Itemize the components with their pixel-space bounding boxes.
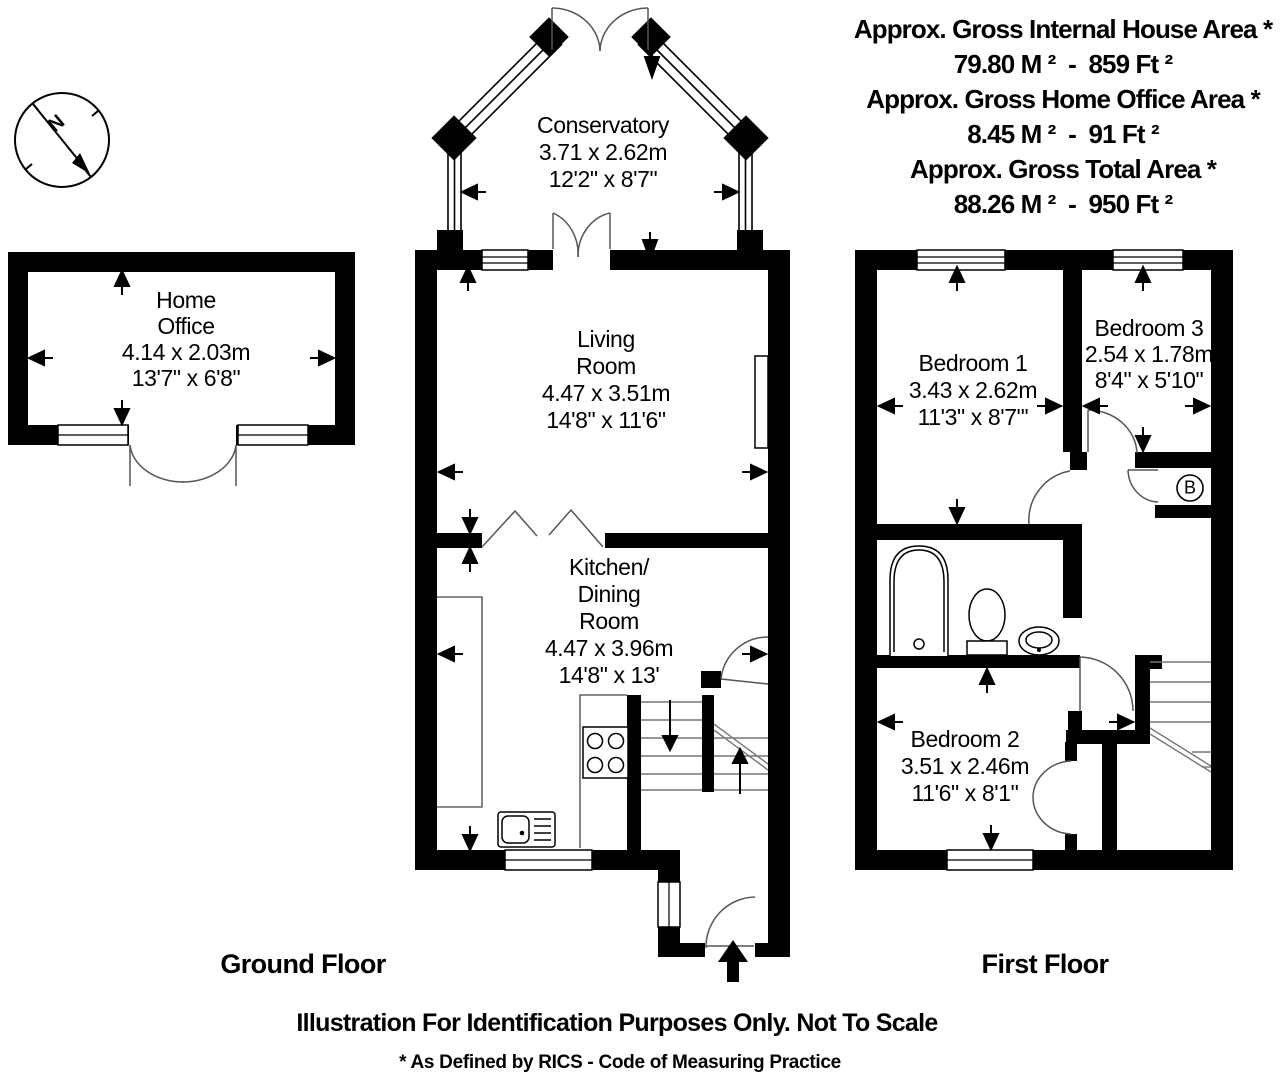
first-floor-dim-arrows: [876, 264, 1212, 852]
compass-needle: [32, 103, 85, 168]
home-office-plan: [8, 252, 355, 486]
conservatory-posts: [431, 17, 769, 250]
first-floor-windows: [916, 249, 1184, 871]
area-office-label: Approx. Gross Home Office Area *: [866, 84, 1260, 114]
home-office-dim-arrows: [26, 268, 337, 427]
home-office-metric: 4.14 x 2.03m: [121, 339, 251, 365]
wash-basin: [1018, 626, 1060, 656]
kitchen-name3: Room: [579, 608, 639, 634]
bedroom3-name: Bedroom 3: [1094, 315, 1204, 341]
bedroom1-door: [1028, 470, 1071, 525]
kitchen-sink: [497, 811, 556, 848]
hob: [582, 726, 629, 779]
first-floor-plan: [855, 249, 1233, 871]
bedroom3-imperial: 8'4" x 5'10": [1094, 367, 1204, 393]
north-arrowhead-icon: [72, 153, 90, 174]
bedroom2-imperial: 11'6" x 8'1": [911, 780, 1019, 806]
front-door: [705, 896, 756, 949]
home-office-double-door: [129, 424, 237, 486]
bedroom2-name: Bedroom 2: [910, 726, 1020, 752]
kitchen-name: Kitchen/: [569, 554, 649, 580]
area-total-value: 88.26 M ² - 950 Ft ²: [953, 189, 1174, 219]
bedroom3-metric: 2.54 x 1.78m: [1084, 341, 1214, 367]
boiler-cupboard-door: [1127, 469, 1159, 503]
kitchen-name2: Dining: [577, 581, 641, 607]
disclaimer-line: Illustration For Identification Purposes…: [296, 1009, 938, 1037]
compass: [14, 92, 110, 188]
conservatory-plan: [431, 7, 769, 262]
bathroom-door: [1079, 656, 1134, 712]
living-room-name: Living: [577, 326, 635, 352]
bedroom2-door: [1032, 760, 1072, 798]
compass-circle: [14, 92, 110, 188]
conservatory-french-doors: [552, 212, 611, 258]
first-floor-stairs: [1149, 661, 1212, 773]
bedroom3-door: [1087, 409, 1138, 454]
living-kitchen-folding-doors: [481, 508, 604, 548]
toilet: [966, 588, 1008, 656]
conservatory-metric: 3.71 x 2.62m: [538, 139, 668, 165]
stair-direction-arrows: [661, 700, 749, 794]
ground-floor-label: Ground Floor: [220, 949, 386, 979]
rics-note-line: * As Defined by RICS - Code of Measuring…: [399, 1052, 841, 1073]
living-room-metric: 4.47 x 3.51m: [541, 380, 671, 406]
ground-floor-stairs: [641, 700, 769, 794]
home-office-name: Home: [156, 287, 216, 313]
home-office-name2: Office: [157, 313, 215, 339]
boiler-label: B: [1183, 477, 1197, 498]
living-room-name2: Room: [576, 353, 636, 379]
entry-arrow-icon: [718, 940, 748, 982]
ground-floor-dim-arrows: [436, 264, 769, 853]
kitchen-metric: 4.47 x 3.96m: [544, 635, 674, 661]
hall-door: [720, 636, 769, 685]
kitchen-imperial: 14'8" x 13': [558, 662, 660, 688]
conservatory-name: Conservatory: [537, 112, 669, 138]
first-floor-label: First Floor: [981, 949, 1110, 979]
first-floor-doors: [1028, 409, 1159, 835]
ground-floor-plan: [415, 212, 790, 982]
area-office-value: 8.45 M ² - 91 Ft ²: [967, 119, 1159, 149]
bath-tub: [889, 545, 949, 656]
home-office-windows: [57, 424, 309, 446]
boiler-circle: [1176, 474, 1204, 502]
bedroom1-name: Bedroom 1: [918, 350, 1028, 376]
kitchen-counter: [437, 596, 627, 848]
area-house-label: Approx. Gross Internal House Area *: [853, 14, 1273, 44]
living-room-recess: [754, 355, 769, 449]
conservatory-dim-arrows: [459, 50, 741, 262]
home-office-imperial: 13'7" x 6'8": [131, 365, 241, 391]
bedroom2-metric: 3.51 x 2.46m: [900, 753, 1030, 779]
ground-floor-windows: [481, 249, 769, 928]
area-house-value: 79.80 M ² - 859 Ft ²: [953, 49, 1174, 79]
conservatory-top-double-door: [551, 7, 649, 52]
bedroom1-metric: 3.43 x 2.62m: [908, 377, 1038, 403]
living-room-imperial: 14'8" x 11'6": [546, 407, 666, 433]
bedroom1-imperial: 11'3" x 8'7"': [917, 404, 1029, 430]
conservatory-imperial: 12'2" x 8'7": [548, 166, 658, 192]
area-total-label: Approx. Gross Total Area *: [909, 154, 1217, 184]
